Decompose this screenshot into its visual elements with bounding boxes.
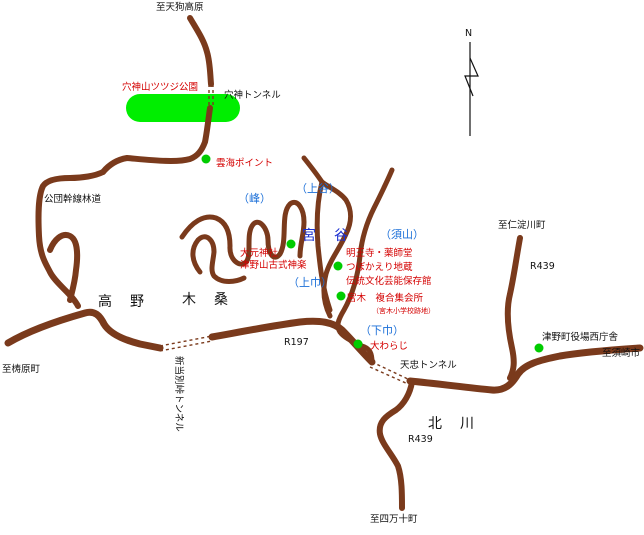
label-oowaraji: 大わらじ [370,340,408,352]
label-r197: R197 [284,337,309,348]
label-shin-tunnel: 新当別峠トンネル [173,356,185,432]
road-r197-west [4,308,164,352]
tsuno-office-marker [534,343,544,353]
tenchuu-tunnel-b [369,366,409,385]
label-to-shimanto: 至四万十町 [370,513,418,525]
road-network [4,15,644,511]
label-to-tengu: 至天狗高原 [156,1,204,13]
road-r197-east [406,344,644,394]
label-anagami-tunnel: 穴神トンネル [224,89,281,101]
road-koudan [35,169,106,309]
north-arrow: N [464,28,479,136]
map-labels: 至天狗高原 穴神山ツツジ公園 穴神トンネル 雲海ポイント 公団幹線林道 （峰） … [2,1,641,525]
road-r439-south [376,379,415,511]
shin-tunnel-b [159,340,213,352]
label-tsubokaeri: つぼかえり地蔵 [346,261,413,273]
label-to-yusuhara: 至梼原町 [2,363,41,375]
road-tengu [187,15,214,87]
road-kamidani-b [314,179,333,313]
label-myouou: 明王寺・薬師堂 [346,247,413,259]
label-tsuno-kagura: 津野山古式神楽 [240,259,307,271]
label-kamidani: （上谷） [296,182,340,195]
road-r439-north [504,235,523,381]
road-mine-lower [190,234,247,284]
label-koudan: 公団幹線林道 [44,193,102,205]
label-oomoto: 大元神社 [240,247,279,259]
label-dentou: 伝統文化芸能保存館 [346,275,432,287]
label-takano: 高 野 [98,293,146,310]
label-kitagawa: 北 川 [428,416,476,432]
road-suyama [335,167,395,335]
north-label: N [465,28,472,39]
label-kikuwa: 木 桑 [182,292,230,308]
road-mine [179,200,307,267]
tunnels [159,84,411,385]
label-miyaki: 宮木 複合集会所 [347,292,424,304]
label-r439-b: R439 [408,434,433,445]
road-koudan-branch [47,232,81,303]
unkai-marker [201,154,211,164]
label-suyama: （須山） [380,228,424,241]
label-shimoichi: （下巾） [360,323,404,337]
oomoto-marker [286,239,296,249]
label-to-niyodo: 至仁淀川町 [498,219,546,231]
road-park-south [100,105,213,175]
oowaraji-marker [353,339,363,349]
label-anagami-park: 穴神山ツツジ公園 [122,81,198,93]
miyaki-marker [336,291,346,301]
label-tsuno-office: 津野町役場西庁舎 [542,331,619,343]
tenchuu-tunnel [371,361,411,381]
label-miyadani: 宮 谷 [302,228,350,244]
label-unkai: 雲海ポイント [216,157,273,169]
label-r439-a: R439 [530,261,555,272]
shin-tunnel [159,335,213,347]
label-miyaki-sub: （宮木小学校跡地） [372,306,435,315]
myouou-marker [333,261,343,271]
label-kamiichi: （上巾） [288,275,332,289]
anagami-park-area [126,94,240,122]
label-mine: （峰） [238,192,271,205]
label-tenchuu-tunnel: 天忠トンネル [400,360,457,371]
poi-markers [201,154,544,353]
label-to-susaki: 至須崎市 [602,347,641,359]
